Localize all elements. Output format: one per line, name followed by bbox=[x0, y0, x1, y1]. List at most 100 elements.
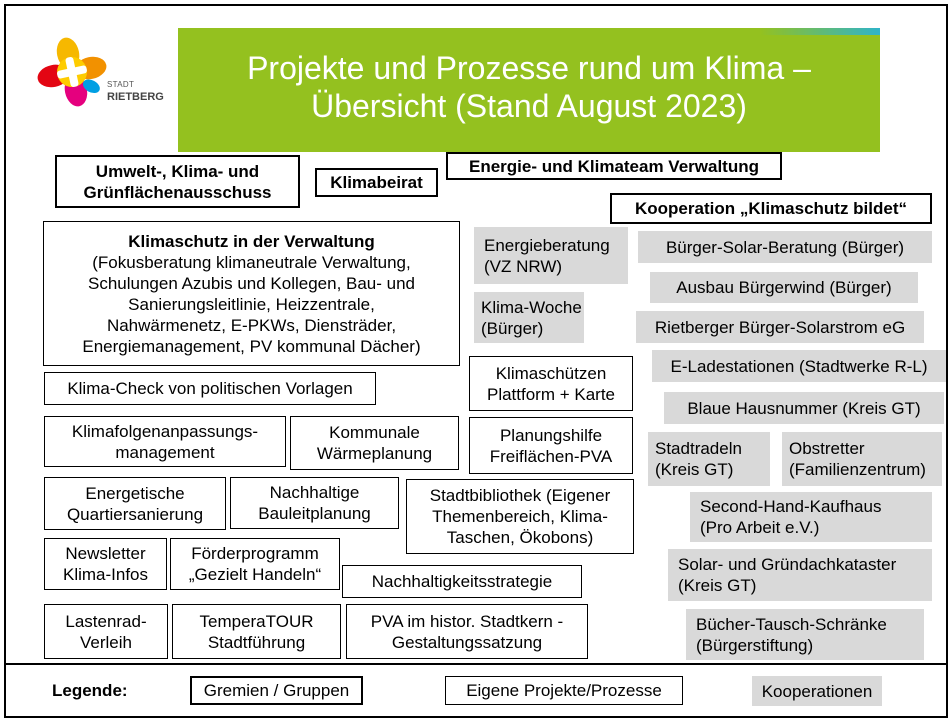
box-line: Kooperation „Klimaschutz bildet“ bbox=[634, 199, 908, 218]
box-line: (Bürger) bbox=[481, 318, 544, 338]
cooperation-klima-woche: Klima-Woche (Bürger) bbox=[474, 292, 584, 343]
box-line: Klimafolgenanpassungs- bbox=[71, 421, 259, 441]
cooperation-buecher-tausch-schraenke: Bücher-Tausch-Schränke (Bürgerstiftung) bbox=[686, 609, 924, 660]
project-bauleitplanung: Nachhaltige Bauleitplanung bbox=[230, 477, 399, 529]
cooperation-obstretter: Obstretter (Familienzentrum) bbox=[782, 432, 942, 486]
box-line: Energieberatung bbox=[484, 235, 610, 255]
box-line: Themenbereich, Klima- bbox=[432, 507, 608, 526]
project-klimaschuetzen-plattform: Klimaschützen Plattform + Karte bbox=[469, 356, 633, 411]
rietberg-logo: STADT RIETBERG bbox=[36, 36, 176, 110]
box-line: Freiflächen-PVA bbox=[489, 446, 613, 466]
box-line: (Familienzentrum) bbox=[789, 460, 926, 479]
title-accent-stripe bbox=[760, 28, 880, 35]
box-line: Stadtführung bbox=[207, 632, 306, 652]
box-line: Eigene Projekte/Prozesse bbox=[466, 681, 662, 700]
legend-cooperations: Kooperationen bbox=[752, 676, 882, 706]
box-line: Obstretter bbox=[789, 439, 865, 458]
box-line: Gremien / Gruppen bbox=[203, 681, 350, 700]
box-line: Wärmeplanung bbox=[316, 444, 433, 463]
box-line: Nahwärmenetz, E-PKWs, Diensträder, bbox=[106, 315, 397, 335]
box-line: Quartiersanierung bbox=[66, 504, 204, 524]
legend-own-projects: Eigene Projekte/Prozesse bbox=[445, 676, 683, 705]
box-line: Bauleitplanung bbox=[258, 504, 371, 523]
box-line: Kommunale bbox=[329, 423, 420, 442]
box-line: Blaue Hausnummer (Kreis GT) bbox=[687, 398, 921, 418]
box-line: (Pro Arbeit e.V.) bbox=[700, 518, 820, 537]
project-stadtbibliothek: Stadtbibliothek (Eigener Themenbereich, … bbox=[406, 479, 634, 554]
project-klima-check: Klima-Check von politischen Vorlagen bbox=[44, 372, 376, 405]
box-line: Newsletter bbox=[65, 544, 146, 563]
box-line: PVA im histor. Stadtkern - bbox=[370, 611, 564, 631]
box-line: Klima-Check von politischen Vorlagen bbox=[67, 379, 353, 398]
cooperation-e-ladestationen: E-Ladestationen (Stadtwerke R-L) bbox=[652, 350, 946, 382]
box-line: Bücher-Tausch-Schränke bbox=[696, 614, 887, 634]
box-line: (Bürgerstiftung) bbox=[696, 635, 814, 655]
project-klimafolgenanpassung: Klimafolgenanpassungs- management bbox=[44, 416, 286, 467]
box-line: (Kreis GT) bbox=[678, 576, 757, 595]
rietberg-logo-mark-icon bbox=[37, 37, 107, 107]
project-waermeplanung: Kommunale Wärmeplanung bbox=[290, 416, 459, 470]
logo-text-rietberg: RIETBERG bbox=[107, 91, 164, 103]
box-line: Taschen, Ökobons) bbox=[446, 528, 594, 547]
cooperation-buerger-solarstrom: Rietberger Bürger-Solarstrom eG bbox=[636, 311, 924, 343]
box-heading: Klimaschutz in der Verwaltung bbox=[128, 231, 375, 251]
title-line-2: Übersicht (Stand August 2023) bbox=[311, 88, 747, 124]
project-temperatour: TemperaTOUR Stadtführung bbox=[172, 604, 341, 659]
box-line: Energiemanagement, PV kommunal Dächer) bbox=[82, 336, 421, 356]
box-line: Umwelt-, Klima- und bbox=[95, 161, 260, 181]
box-line: Bürger-Solar-Beratung (Bürger) bbox=[665, 237, 905, 257]
cooperation-second-hand-kaufhaus: Second-Hand-Kaufhaus (Pro Arbeit e.V.) bbox=[690, 492, 932, 542]
box-line: Klimabeirat bbox=[330, 173, 423, 192]
box-line: Kooperationen bbox=[761, 681, 873, 701]
box-line: Rietberger Bürger-Solarstrom eG bbox=[654, 317, 906, 337]
box-line: Gestaltungssatzung bbox=[391, 632, 543, 652]
logo-text-stadt: STADT bbox=[107, 80, 135, 89]
box-line: (Fokusberatung klimaneutrale Verwaltung, bbox=[92, 252, 411, 272]
box-line: (VZ NRW) bbox=[484, 256, 563, 276]
committee-umweltausschuss: Umwelt-, Klima- und Grünflächenausschuss bbox=[55, 155, 300, 208]
box-line: Lastenrad- bbox=[65, 611, 147, 631]
project-pva-stadtkern: PVA im histor. Stadtkern - Gestaltungssa… bbox=[346, 604, 588, 659]
box-line: Klima-Infos bbox=[62, 565, 149, 584]
cooperation-energieberatung: Energieberatung (VZ NRW) bbox=[474, 227, 628, 284]
committee-klimabeirat: Klimabeirat bbox=[315, 168, 438, 197]
project-planungshilfe-pva: Planungshilfe Freiflächen-PVA bbox=[469, 417, 633, 474]
committee-kooperation-klimaschutz-bildet: Kooperation „Klimaschutz bildet“ bbox=[610, 193, 932, 224]
box-line: Klimaschützen bbox=[495, 363, 607, 383]
committee-klimateam-verwaltung: Energie- und Klimateam Verwaltung bbox=[446, 152, 782, 180]
project-lastenrad: Lastenrad- Verleih bbox=[44, 604, 168, 659]
project-nachhaltigkeitsstrategie: Nachhaltigkeitsstrategie bbox=[342, 565, 582, 598]
project-foerderprogramm: Förderprogramm „Gezielt Handeln“ bbox=[170, 538, 340, 590]
box-line: Plattform + Karte bbox=[486, 384, 616, 404]
cooperation-stadtradeln: Stadtradeln (Kreis GT) bbox=[648, 432, 770, 486]
legend-divider bbox=[4, 663, 948, 665]
title-line-1: Projekte und Prozesse rund um Klima – bbox=[247, 50, 811, 86]
project-newsletter: Newsletter Klima-Infos bbox=[44, 538, 167, 590]
box-line: E-Ladestationen (Stadtwerke R-L) bbox=[670, 356, 928, 376]
box-line: Stadtbibliothek (Eigener bbox=[429, 486, 611, 505]
box-line: Energie- und Klimateam Verwaltung bbox=[468, 156, 759, 176]
box-line: Second-Hand-Kaufhaus bbox=[700, 497, 882, 516]
box-line: Nachhaltigkeitsstrategie bbox=[371, 572, 553, 591]
cooperation-solar-gruendachkataster: Solar- und Gründachkataster (Kreis GT) bbox=[668, 549, 932, 601]
cooperation-buerger-solar-beratung: Bürger-Solar-Beratung (Bürger) bbox=[638, 231, 932, 263]
box-line: „Gezielt Handeln“ bbox=[188, 565, 322, 584]
box-line: Ausbau Bürgerwind (Bürger) bbox=[676, 278, 892, 297]
legend-committees: Gremien / Gruppen bbox=[190, 676, 363, 705]
cooperation-blaue-hausnummer: Blaue Hausnummer (Kreis GT) bbox=[664, 392, 944, 424]
box-line: Nachhaltige bbox=[269, 483, 360, 502]
box-line: management bbox=[115, 442, 215, 462]
box-line: Energetische bbox=[85, 483, 185, 503]
box-line: Sanierungsleitlinie, Heizzentrale, bbox=[128, 294, 375, 314]
box-line: Förderprogramm bbox=[191, 544, 319, 563]
box-line: Verleih bbox=[80, 632, 132, 652]
box-line: Solar- und Gründachkataster bbox=[678, 555, 897, 574]
box-line: Schulungen Azubis und Kollegen, Bau- und bbox=[87, 273, 416, 293]
cooperation-buergerwind: Ausbau Bürgerwind (Bürger) bbox=[650, 272, 918, 303]
project-quartiersanierung: Energetische Quartiersanierung bbox=[44, 477, 226, 530]
box-line: Klima-Woche bbox=[481, 297, 582, 317]
box-line: Stadtradeln bbox=[655, 439, 742, 458]
box-line: Planungshilfe bbox=[499, 425, 603, 445]
box-line: (Kreis GT) bbox=[655, 460, 734, 479]
box-line: Grünflächenausschuss bbox=[83, 182, 272, 202]
